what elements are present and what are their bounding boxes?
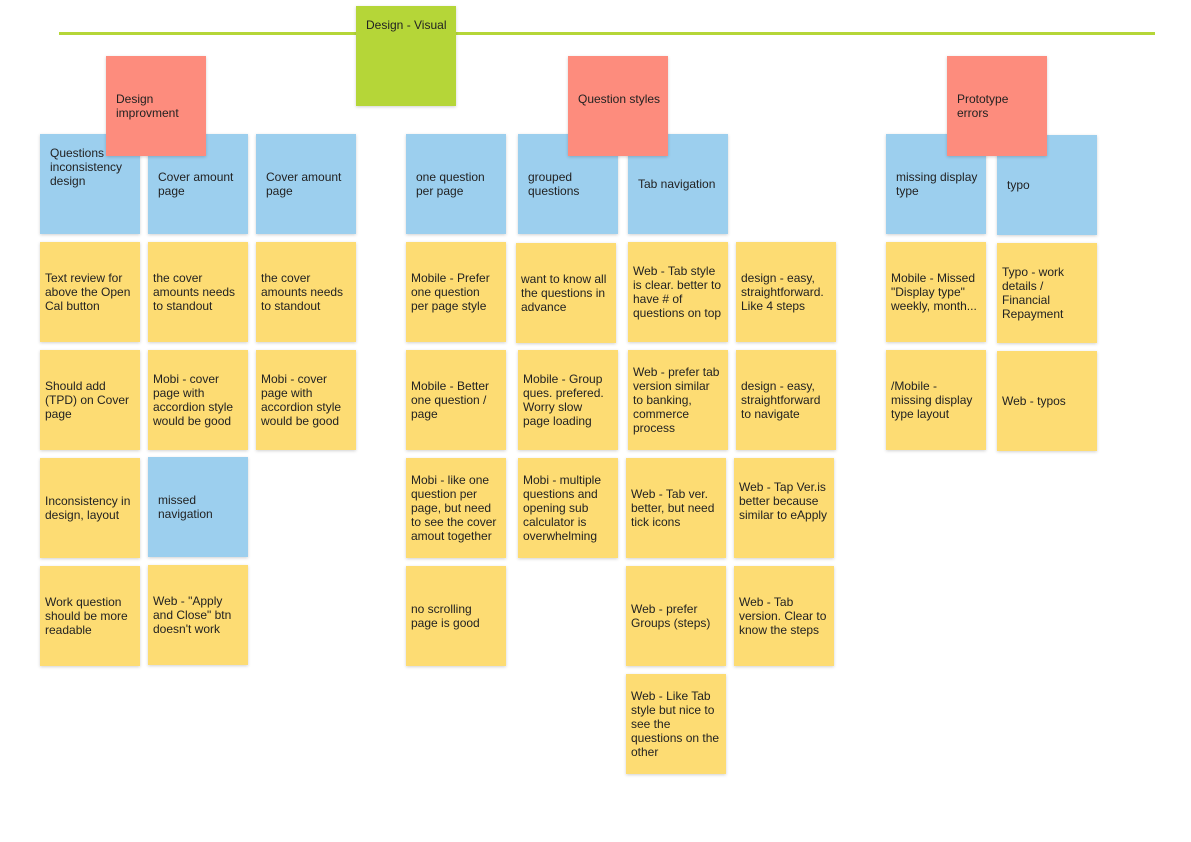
sticky-text: Mobile - Prefer one question per page st… (411, 271, 490, 313)
header-sticky-prototype-errors[interactable]: Prototype errors (947, 56, 1047, 156)
header-sticky-design-improvment[interactable]: Design improvment (106, 56, 206, 156)
sticky-text: Web - Like Tab style but nice to see the… (631, 689, 720, 759)
sticky-note[interactable]: Mobile - Missed "Display type" weekly, m… (886, 242, 986, 342)
sticky-text: Typo - work details / Financial Repaymen… (1002, 265, 1065, 321)
sticky-text: one question per page (416, 170, 485, 198)
sticky-text: Web - typos (1002, 394, 1066, 408)
header-sticky-question-styles[interactable]: Question styles (568, 56, 668, 156)
sticky-text: Cover amount page (266, 170, 342, 198)
sticky-text: Web - Tap Ver.is better because similar … (739, 480, 828, 522)
sticky-text: Web - Tab ver. better, but need tick ico… (631, 487, 715, 529)
sticky-note[interactable]: Mobi - cover page with accordion style w… (148, 350, 248, 450)
sticky-note[interactable]: design - easy, straightforward. Like 4 s… (736, 242, 836, 342)
sticky-note[interactable]: /Mobile - missing display type layout (886, 350, 986, 450)
sticky-note[interactable]: Web - prefer tab version similar to bank… (628, 350, 728, 450)
sticky-note[interactable]: design - easy, straightforward to naviga… (736, 350, 836, 450)
sticky-text: typo (1007, 178, 1030, 192)
sticky-note[interactable]: Mobile - Better one question / page (406, 350, 506, 450)
sticky-note[interactable]: Mobile - Prefer one question per page st… (406, 242, 506, 342)
sticky-text: Questions - inconsistency design (50, 146, 123, 188)
sticky-note[interactable]: Should add (TPD) on Cover page (40, 350, 140, 450)
sticky-note[interactable]: missed navigation (148, 457, 248, 557)
sticky-text: missed navigation (158, 493, 213, 521)
sticky-text: the cover amounts needs to standout (261, 271, 344, 313)
sticky-note[interactable]: Mobi - cover page with accordion style w… (256, 350, 356, 450)
sticky-text: Web - Tab version. Clear to know the ste… (739, 595, 827, 637)
header-text: Prototype errors (957, 92, 1009, 120)
sticky-note[interactable]: Web - prefer Groups (steps) (626, 566, 726, 666)
sticky-text: Mobi - cover page with accordion style w… (153, 372, 234, 428)
sticky-note[interactable]: Web - "Apply and Close" btn doesn't work (148, 565, 248, 665)
sticky-text: Mobi - like one question per page, but n… (411, 473, 497, 543)
sticky-note[interactable]: Text review for above the Open Cal butto… (40, 242, 140, 342)
sticky-note[interactable]: the cover amounts needs to standout (148, 242, 248, 342)
sticky-text: Web - prefer Groups (steps) (631, 602, 711, 630)
sticky-note[interactable]: Web - Tab style is clear. better to have… (628, 242, 728, 342)
sticky-text: /Mobile - missing display type layout (891, 379, 973, 421)
sticky-note[interactable]: the cover amounts needs to standout (256, 242, 356, 342)
sticky-text: Inconsistency in design, layout (45, 494, 131, 522)
sticky-text: missing display type (896, 170, 978, 198)
sticky-text: Should add (TPD) on Cover page (45, 379, 130, 421)
header-text: Question styles (578, 92, 661, 106)
sticky-text: Web - prefer tab version similar to bank… (633, 365, 720, 435)
sticky-note[interactable]: Mobile - Group ques. prefered. Worry slo… (518, 350, 618, 450)
sticky-text: Mobile - Group ques. prefered. Worry slo… (523, 372, 604, 428)
sticky-note[interactable]: Cover amount page (256, 134, 356, 234)
sticky-note[interactable]: one question per page (406, 134, 506, 234)
sticky-text: Mobile - Better one question / page (411, 379, 490, 421)
sticky-text: design - easy, straightforward to naviga… (741, 379, 821, 421)
sticky-text: Tab navigation (638, 177, 716, 191)
sticky-text: Web - "Apply and Close" btn doesn't work (153, 594, 232, 636)
sticky-text: Mobi - cover page with accordion style w… (261, 372, 342, 428)
sticky-text: Mobile - Missed "Display type" weekly, m… (891, 271, 977, 313)
sticky-text: Text review for above the Open Cal butto… (45, 271, 131, 313)
sticky-text: Mobi - multiple questions and opening su… (523, 473, 602, 543)
sticky-note[interactable]: Web - Tab ver. better, but need tick ico… (626, 458, 726, 558)
sticky-text: Cover amount page (158, 170, 234, 198)
sticky-text: Web - Tab style is clear. better to have… (633, 264, 722, 320)
sticky-text: the cover amounts needs to standout (153, 271, 236, 313)
sticky-text: Work question should be more readable (45, 595, 128, 637)
sticky-note[interactable]: Mobi - multiple questions and opening su… (518, 458, 618, 558)
sticky-note[interactable]: Mobi - like one question per page, but n… (406, 458, 506, 558)
sticky-text: grouped questions (528, 170, 580, 198)
sticky-note[interactable]: Web - Tab version. Clear to know the ste… (734, 566, 834, 666)
header-text: Design improvment (116, 92, 179, 120)
sticky-note[interactable]: Web - typos (997, 351, 1097, 451)
board-title: Design - Visual (366, 18, 447, 32)
sticky-note[interactable]: no scrolling page is good (406, 566, 506, 666)
sticky-text: design - easy, straightforward. Like 4 s… (741, 271, 824, 313)
timeline-divider (59, 32, 1155, 35)
sticky-note[interactable]: want to know all the questions in advanc… (516, 243, 616, 343)
sticky-note[interactable]: Web - Like Tab style but nice to see the… (626, 674, 726, 774)
sticky-note[interactable]: Inconsistency in design, layout (40, 458, 140, 558)
sticky-note[interactable]: Work question should be more readable (40, 566, 140, 666)
sticky-note[interactable]: Typo - work details / Financial Repaymen… (997, 243, 1097, 343)
board-title-sticky[interactable]: Design - Visual (356, 6, 456, 106)
sticky-text: want to know all the questions in advanc… (521, 272, 607, 314)
sticky-note[interactable]: Web - Tap Ver.is better because similar … (734, 458, 834, 558)
sticky-text: no scrolling page is good (411, 602, 480, 630)
